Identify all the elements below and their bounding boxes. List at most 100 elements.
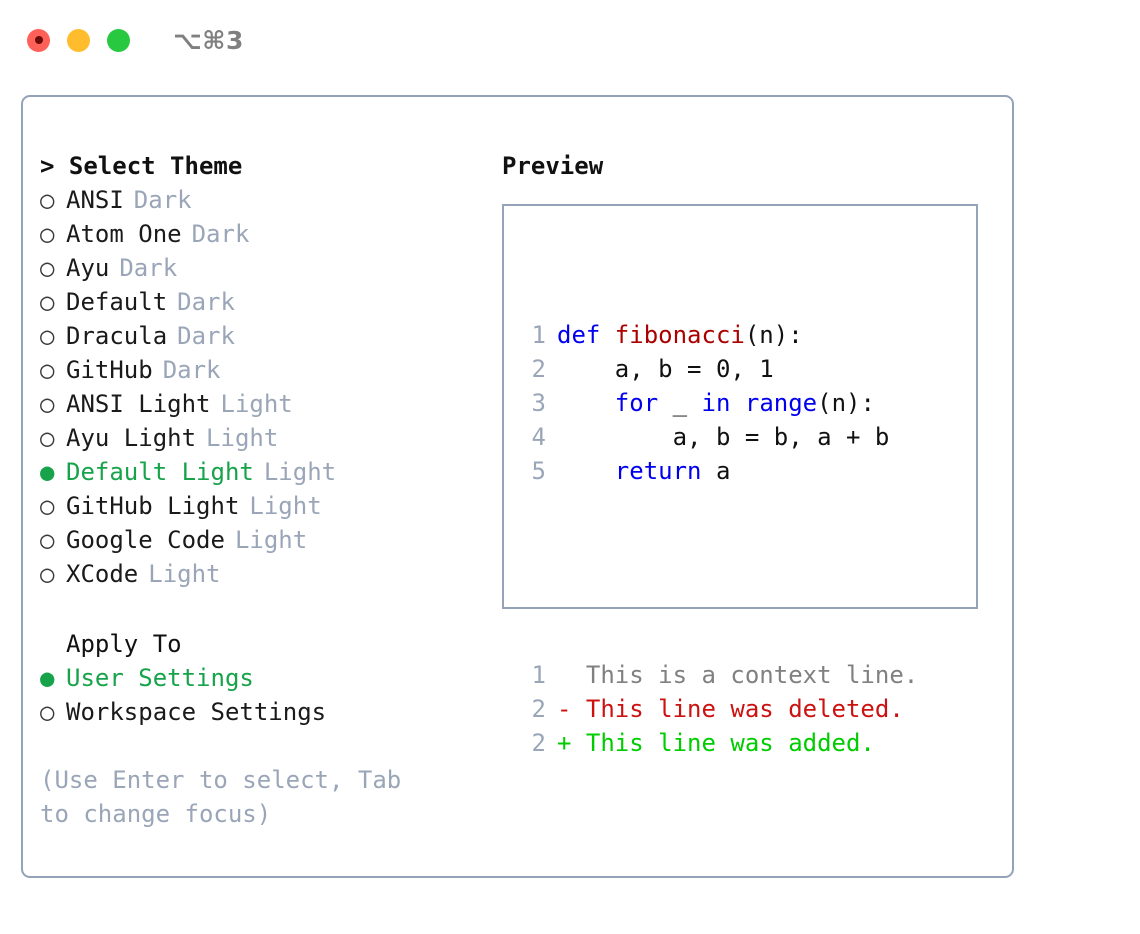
theme-option-3[interactable]: ○ Default Dark: [40, 285, 500, 319]
radio-selected-icon: ●: [40, 664, 55, 692]
theme-option-label: Default Light: [66, 458, 254, 486]
diff-line-number: 2: [531, 695, 546, 723]
code-token: [557, 389, 615, 417]
code-line-number: 4: [531, 423, 546, 451]
theme-option-kind: Dark: [133, 186, 192, 214]
theme-option-kind: Light: [220, 390, 293, 418]
close-icon[interactable]: [27, 28, 50, 52]
theme-option-label: Google Code: [66, 526, 225, 554]
code-token: a, b = 0, 1: [557, 355, 774, 383]
window-controls: [27, 28, 130, 52]
radio-unselected-icon: ○: [40, 322, 55, 350]
radio-unselected-icon: ○: [40, 390, 55, 418]
theme-option-label: GitHub: [66, 356, 153, 384]
apply-to-option-0[interactable]: ● User Settings: [40, 661, 500, 695]
apply-to-option-1[interactable]: ○ Workspace Settings: [40, 695, 500, 729]
theme-option-label: XCode: [66, 560, 139, 588]
diff-line: 1 This is a context line.: [518, 658, 919, 692]
radio-unselected-icon: ○: [40, 186, 55, 214]
theme-option-kind: Light: [234, 526, 308, 554]
apply-to-option-label: User Settings: [66, 664, 254, 692]
code-token: [557, 457, 615, 485]
code-line-text: def fibonacci(n):: [557, 318, 803, 352]
radio-unselected-icon: ○: [40, 254, 55, 282]
maximize-icon[interactable]: [107, 28, 130, 52]
code-token: a, b = b, a + b: [557, 423, 890, 451]
radio-unselected-icon: ○: [40, 424, 55, 452]
radio-unselected-icon: ○: [40, 698, 55, 726]
theme-option-kind: Dark: [119, 254, 178, 282]
keyboard-shortcut-label: ⌥⌘3: [173, 25, 244, 55]
code-line-number: 1: [531, 321, 546, 349]
theme-option-kind: Light: [148, 560, 221, 588]
theme-option-kind: Light: [206, 424, 279, 452]
theme-option-7[interactable]: ○ Ayu Light Light: [40, 421, 500, 455]
theme-option-label: Ayu Light: [66, 424, 197, 452]
code-token: (n):: [744, 321, 803, 349]
title-bar: ⌥⌘3: [0, 0, 1140, 80]
hint-spacer: [40, 729, 500, 763]
theme-option-11[interactable]: ○ XCode Light: [40, 557, 500, 591]
code-token: for: [614, 389, 659, 417]
code-token: range: [744, 389, 818, 417]
theme-option-label: Ayu: [66, 254, 110, 282]
radio-unselected-icon: ○: [40, 526, 55, 554]
code-token: _: [658, 389, 702, 417]
minimize-icon[interactable]: [67, 28, 90, 52]
code-line: 3 for _ in range(n):: [518, 386, 918, 420]
theme-option-2[interactable]: ○ Ayu Dark: [40, 251, 500, 285]
code-line: 5 return a: [518, 454, 918, 488]
diff-line-text: - This line was deleted.: [557, 695, 904, 723]
code-token: fibonacci: [614, 321, 745, 349]
select-theme-header: > Select Theme: [40, 152, 243, 180]
code-blank-line: [518, 556, 918, 590]
apply-to-list: ● User Settings ○ Workspace Settings: [40, 661, 500, 729]
code-line-text: a, b = b, a + b: [557, 420, 890, 454]
theme-option-0[interactable]: ○ ANSI Dark: [40, 183, 500, 217]
code-token: in: [701, 389, 731, 417]
code-line-text: a, b = 0, 1: [557, 352, 774, 386]
code-line: 4 a, b = b, a + b: [518, 420, 918, 454]
theme-option-kind: Dark: [177, 288, 235, 316]
code-line-text: return a: [557, 454, 731, 488]
diff-line-text: + This line was added.: [557, 729, 875, 757]
code-token: [730, 389, 744, 417]
radio-unselected-icon: ○: [40, 560, 55, 588]
code-token: return: [614, 457, 702, 485]
radio-unselected-icon: ○: [40, 288, 55, 316]
code-token: a: [701, 457, 731, 485]
code-line: 2 a, b = 0, 1: [518, 352, 918, 386]
theme-option-label: ANSI: [66, 186, 124, 214]
keyboard-hint: (Use Enter to select, Tab to change focu…: [40, 766, 416, 828]
diff-line: 2 - This line was deleted.: [518, 692, 918, 726]
code-token: def: [557, 321, 615, 349]
diff-sample: 1 This is a context line. 2 - This line wa…: [518, 658, 919, 760]
apply-to-header: Apply To: [66, 630, 182, 658]
code-line-text: for _ in range(n):: [557, 386, 875, 420]
theme-option-label: ANSI Light: [66, 390, 211, 418]
radio-unselected-icon: ○: [40, 356, 55, 384]
code-line-number: 3: [531, 389, 546, 417]
theme-option-10[interactable]: ○ Google Code Light: [40, 523, 500, 557]
diff-line-number: 1: [531, 661, 546, 689]
code-line-number: 2: [531, 355, 546, 383]
theme-option-kind: Light: [249, 492, 322, 520]
theme-option-kind: Dark: [162, 356, 221, 384]
apply-to-option-label: Workspace Settings: [66, 698, 327, 726]
theme-option-label: Default: [66, 288, 168, 316]
theme-option-5[interactable]: ○ GitHub Dark: [40, 353, 500, 387]
theme-option-label: Atom One: [66, 220, 182, 248]
theme-option-kind: Light: [263, 458, 337, 486]
theme-option-6[interactable]: ○ ANSI Light Light: [40, 387, 500, 421]
